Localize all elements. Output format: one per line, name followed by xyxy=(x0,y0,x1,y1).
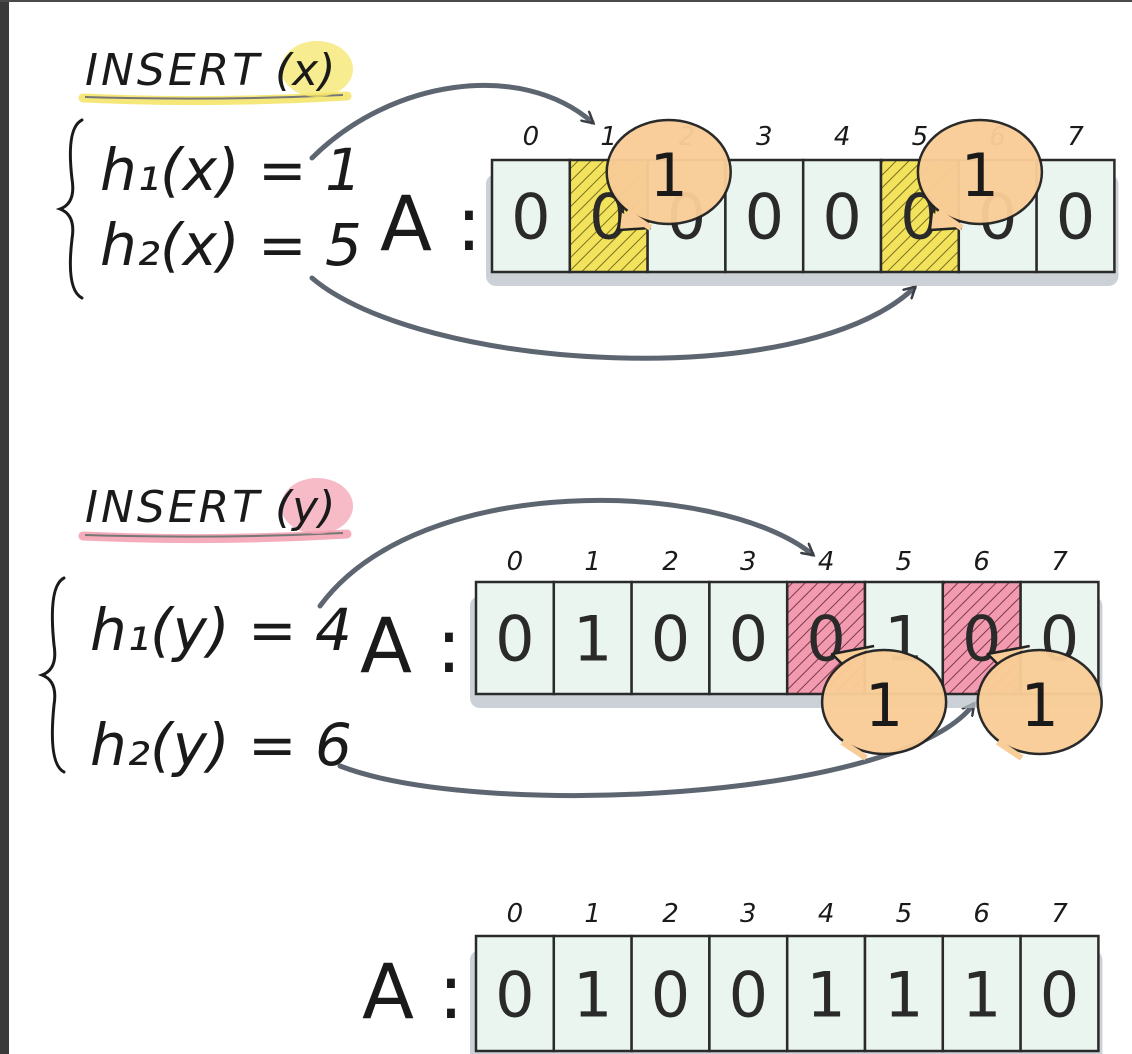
speech-bubble: 1 xyxy=(916,118,1044,232)
cell-index: 5 xyxy=(896,547,913,577)
bubble-seam xyxy=(625,209,653,231)
cell-index: 3 xyxy=(740,899,757,929)
window-edge xyxy=(0,0,9,1054)
cell-value: 0 xyxy=(1040,959,1079,1032)
title-underline xyxy=(78,91,352,106)
bubble-body xyxy=(976,648,1103,756)
cell-value: 0 xyxy=(962,602,1001,675)
cell-index: 7 xyxy=(1051,899,1068,929)
bubble-seam xyxy=(936,209,964,231)
cell-index: 1 xyxy=(600,122,617,152)
array-label: A : xyxy=(380,179,482,268)
cell-value: 0 xyxy=(495,602,534,675)
array-cell xyxy=(1035,158,1116,274)
brace xyxy=(55,118,84,300)
array-cell xyxy=(552,580,633,696)
panel-insert-y: INSERT(y)h₁(y) = 4h₂(y) = 6A :0011020304… xyxy=(37,478,1103,779)
insert-argument: (y) xyxy=(275,482,335,533)
bubble-body xyxy=(820,648,948,756)
array-cell xyxy=(630,934,711,1053)
cell-value: 0 xyxy=(651,602,690,675)
array-cell xyxy=(1019,934,1100,1053)
arg-highlight xyxy=(281,478,353,534)
cell-index: 6 xyxy=(973,899,990,929)
insert-title: INSERT xyxy=(85,45,262,96)
speech-bubble: 1 xyxy=(976,644,1103,761)
panel-insert-x: INSERT(x)h₁(x) = 1h₂(x) = 5A :0001020304… xyxy=(55,41,1119,300)
array-label: A : xyxy=(360,601,462,690)
bubble-seam xyxy=(996,739,1024,761)
cell-index: 0 xyxy=(507,899,524,929)
array-cell xyxy=(474,934,556,1053)
bubble-body xyxy=(605,118,732,226)
cell-value: 0 xyxy=(651,959,690,1032)
cell-index: 4 xyxy=(834,122,851,152)
bubble-value: 1 xyxy=(650,141,688,211)
speech-bubble: 1 xyxy=(605,118,732,232)
hash-arrow-1 xyxy=(317,497,812,609)
cell-index: 2 xyxy=(662,899,679,929)
array-cell xyxy=(708,580,789,696)
cell-value: 1 xyxy=(884,959,923,1032)
cell-value: 0 xyxy=(729,959,768,1032)
bubble-tail xyxy=(986,644,1030,665)
cell-index: 4 xyxy=(818,547,835,577)
hash-arrow-2 xyxy=(309,275,914,361)
cell-value: 0 xyxy=(806,602,845,675)
array-cell xyxy=(724,158,805,274)
brace xyxy=(37,576,66,774)
bubble-seam xyxy=(840,739,868,761)
title-underline xyxy=(78,529,352,544)
cell-index: 3 xyxy=(756,122,773,152)
cell-value: 1 xyxy=(806,959,845,1032)
hash-function-1: h₁(x) = 1 xyxy=(100,136,362,204)
cell-value: 0 xyxy=(495,959,534,1032)
insert-title: INSERT xyxy=(85,482,262,533)
cell-index: 5 xyxy=(912,122,929,152)
cell-index: 4 xyxy=(818,899,835,929)
bubble-value: 1 xyxy=(865,671,903,741)
cell-index: 7 xyxy=(1051,547,1068,577)
hash-arrow-1 xyxy=(309,83,592,161)
array-cell xyxy=(863,934,945,1053)
insert-argument: (x) xyxy=(275,45,335,96)
cell-index: 6 xyxy=(973,547,990,577)
cell-value: 0 xyxy=(511,180,550,253)
cell-index: 5 xyxy=(896,899,913,929)
hash-function-2: h₂(x) = 5 xyxy=(100,211,362,279)
array-cell xyxy=(801,158,883,274)
cell-value: 1 xyxy=(962,959,1001,1032)
bubble-value: 1 xyxy=(961,141,999,211)
array-label: A : xyxy=(362,947,464,1036)
array-cell xyxy=(785,934,867,1053)
cell-index: 0 xyxy=(523,122,540,152)
hash-function-1: h₁(y) = 4 xyxy=(90,596,352,664)
array-cell xyxy=(708,934,789,1053)
arg-highlight xyxy=(281,41,353,97)
bubble-body xyxy=(916,118,1044,226)
cell-index: 2 xyxy=(662,547,679,577)
bubble-value: 1 xyxy=(1021,671,1059,741)
cell-value: 0 xyxy=(822,180,861,253)
title-underline-stroke xyxy=(84,532,344,538)
cell-index: 0 xyxy=(507,547,524,577)
array-cell xyxy=(474,580,556,696)
cell-index: 3 xyxy=(740,547,757,577)
cell-value: 1 xyxy=(573,602,612,675)
cell-value: 0 xyxy=(729,602,768,675)
cell-value: 0 xyxy=(745,180,784,253)
panels-layer: INSERT(x)h₁(x) = 1h₂(x) = 5A :0001020304… xyxy=(37,41,1119,1054)
hash-function-2: h₂(y) = 6 xyxy=(90,711,352,779)
speech-bubble: 1 xyxy=(820,644,948,761)
cell-value: 1 xyxy=(573,959,612,1032)
array-cell xyxy=(630,580,711,696)
cell-index: 7 xyxy=(1067,122,1084,152)
bubble-tail xyxy=(830,644,875,665)
cell-index: 1 xyxy=(584,547,601,577)
cell-index: 1 xyxy=(584,899,601,929)
window-top-edge xyxy=(0,0,1132,2)
cell-value: 0 xyxy=(1056,180,1095,253)
